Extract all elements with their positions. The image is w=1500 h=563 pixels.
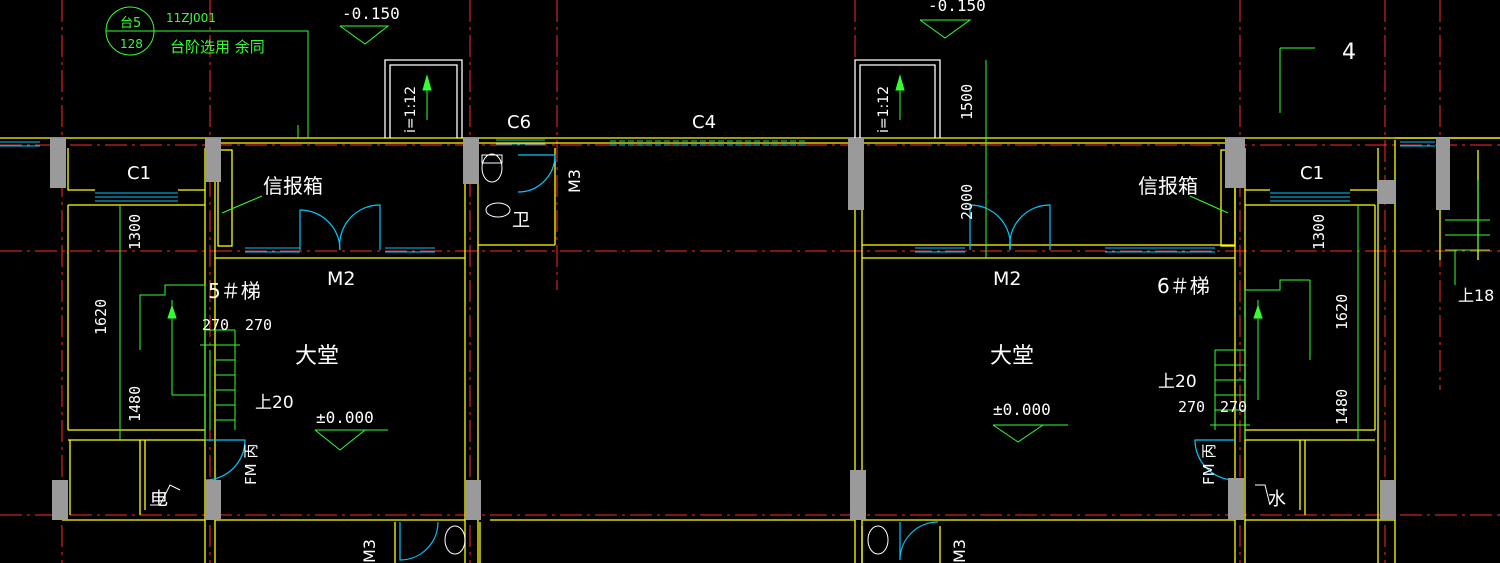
ref-symbol-top: 台5 bbox=[120, 16, 142, 31]
ref-atlas: 11ZJ001 bbox=[166, 11, 216, 25]
door-fm-right: FM 丙 bbox=[1200, 443, 1218, 485]
door-m2-right: M2 bbox=[993, 268, 1022, 290]
level-right-outdoor: -0.150 bbox=[928, 0, 986, 15]
ramp-slope-right: i=1:12 bbox=[876, 85, 892, 133]
level-markers bbox=[314, 19, 1068, 451]
door-m3-top: M3 bbox=[565, 169, 584, 193]
dim-1300-right: 1300 bbox=[1310, 213, 1328, 250]
door-m3-bottom-left: M3 bbox=[360, 539, 379, 563]
window-c1-right: C1 bbox=[1300, 163, 1325, 184]
level-left-outdoor: -0.150 bbox=[342, 4, 400, 23]
doors bbox=[204, 154, 1236, 561]
dim-1480-left: 1480 bbox=[126, 385, 144, 422]
stair-up-far-right: 上18 bbox=[1458, 286, 1495, 305]
dim-1480-right: 1480 bbox=[1333, 388, 1351, 425]
room-electric: 电 bbox=[150, 489, 168, 510]
dimension-lines bbox=[119, 47, 1359, 440]
level-left-hall: ±0.000 bbox=[316, 408, 374, 427]
stair-up-right: 上20 bbox=[1158, 372, 1197, 392]
dim-270a-right: 270 bbox=[1178, 398, 1206, 416]
dim-270b-left: 270 bbox=[245, 316, 273, 334]
ramps bbox=[384, 59, 941, 138]
stair-up-left: 上20 bbox=[255, 393, 294, 413]
ramp-slope-left: i=1:12 bbox=[403, 85, 419, 133]
axis-tag: 4 bbox=[1342, 40, 1356, 65]
fixtures bbox=[150, 153, 1271, 555]
ref-symbol-bottom: 128 bbox=[120, 37, 143, 51]
door-m2-left: M2 bbox=[327, 268, 356, 290]
dim-2000: 2000 bbox=[958, 183, 976, 220]
dim-1300-left: 1300 bbox=[126, 213, 144, 250]
ref-note: 台阶选用 余同 bbox=[170, 38, 265, 56]
dim-1620-left: 1620 bbox=[92, 298, 110, 335]
reference-callout bbox=[105, 6, 309, 138]
windows bbox=[0, 139, 1435, 253]
dim-270a-left: 270 bbox=[202, 316, 230, 334]
room-mailbox-left: 信报箱 bbox=[263, 174, 323, 198]
window-c1-left: C1 bbox=[127, 163, 152, 184]
door-fm-left: FM 丙 bbox=[242, 443, 260, 485]
window-c4: C4 bbox=[692, 112, 717, 133]
room-stair-right: 6＃梯 bbox=[1157, 274, 1210, 298]
dim-1500: 1500 bbox=[958, 83, 976, 120]
room-mailbox-right: 信报箱 bbox=[1138, 174, 1198, 198]
room-stair-left: 5＃梯 bbox=[208, 279, 261, 303]
columns bbox=[50, 138, 1450, 520]
dim-1620-right: 1620 bbox=[1333, 293, 1351, 330]
dim-270b-right: 270 bbox=[1220, 398, 1248, 416]
door-m3-bottom-right: M3 bbox=[950, 539, 969, 563]
room-hall-left: 大堂 bbox=[295, 344, 340, 369]
window-c6: C6 bbox=[507, 112, 532, 133]
room-toilet: 卫 bbox=[512, 210, 530, 231]
room-water: 水 bbox=[1268, 489, 1286, 510]
level-right-hall: ±0.000 bbox=[993, 400, 1051, 419]
room-hall-right: 大堂 bbox=[990, 344, 1035, 369]
